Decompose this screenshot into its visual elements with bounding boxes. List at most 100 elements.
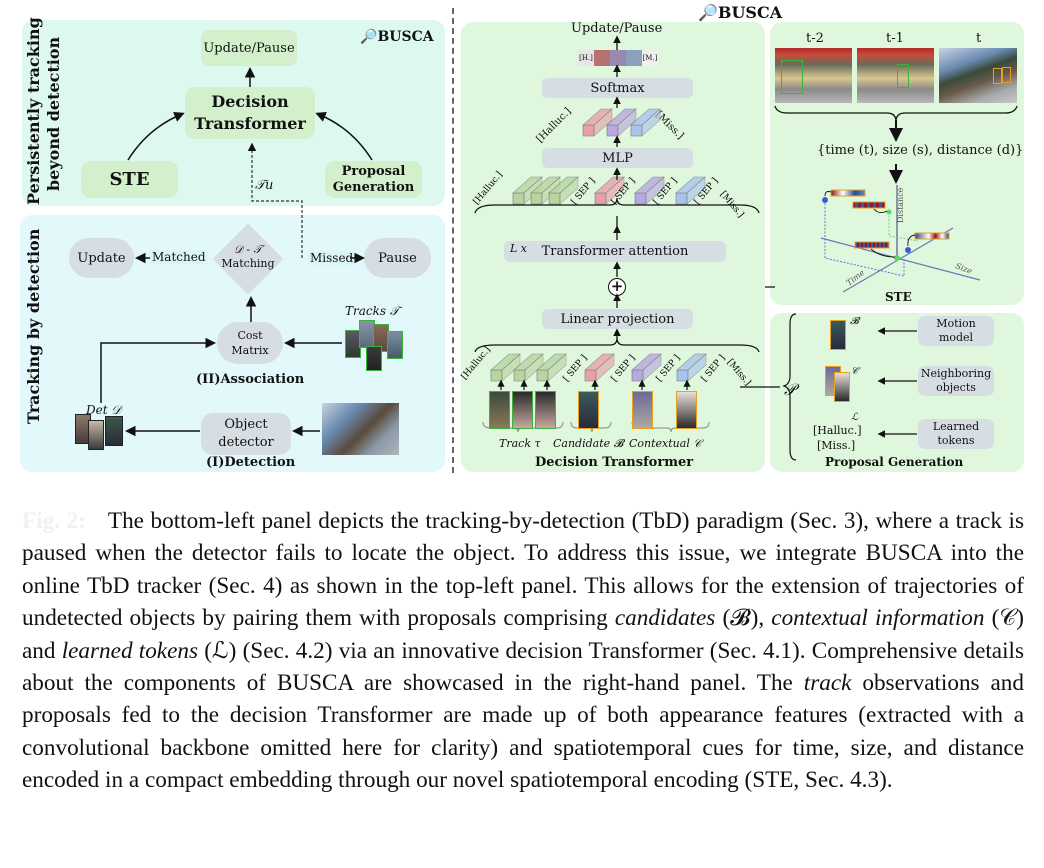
object-detector-node: Object detector: [201, 413, 291, 455]
output-label: Update/Pause: [203, 40, 295, 56]
frame-label-t: t: [976, 31, 982, 46]
proposal-generation-title: Proposal Generation: [825, 455, 964, 469]
pause-node: Pause: [364, 238, 431, 278]
token-sep-out: [606, 108, 637, 137]
token-contextual: [676, 353, 707, 382]
token-contextual: [631, 353, 662, 382]
matching-line2: Matching: [221, 257, 275, 270]
caption-text: observations and proposals fed to the de…: [22, 670, 1024, 794]
encoding-size: [854, 241, 890, 249]
encoding-time: [830, 189, 866, 197]
mlp-label: MLP: [602, 150, 633, 166]
candidate-group-brace: [570, 421, 612, 433]
magnifier-icon: 🔎: [698, 3, 718, 22]
caption-emph: candidates: [614, 605, 716, 632]
ste-box: STE: [81, 161, 178, 198]
track-bbox: [781, 60, 803, 94]
token-track: [530, 176, 561, 205]
caption-emph: contextual information: [771, 605, 985, 632]
neighboring-objects-box: Neighboring objects: [918, 366, 994, 396]
token-track: [548, 176, 579, 205]
matching-text: 𝒟 - 𝒯 Matching: [212, 243, 284, 271]
cost-line2: Matrix: [231, 344, 269, 357]
caption-text: The bottom-left panel depicts the tracki…: [22, 508, 1025, 632]
contextual-crop-image: [632, 391, 653, 429]
left-arrows: [100, 67, 373, 437]
proposal-arrows: [740, 313, 917, 461]
caption-text: (𝒞) and: [22, 605, 1024, 664]
contextual-crop-image: [676, 391, 697, 429]
arrow-missed-to-dt: [247, 142, 303, 258]
frame-image-t2: [775, 48, 852, 103]
link-size-encoding: [870, 248, 896, 258]
token-track: [512, 176, 543, 205]
candidate-crop-image: [578, 391, 599, 429]
ste-cues-formula: {time (t), size (s), distance (d)}: [817, 143, 1024, 158]
contextual-symbol: 𝒞: [851, 366, 859, 377]
prob-right-label: [M.]: [642, 50, 658, 66]
missed-edge-label: Missed: [308, 251, 356, 265]
arrow-det-to-cost: [100, 337, 216, 403]
learned-line1: Learned: [932, 420, 980, 433]
street-scene-image: [322, 403, 399, 455]
top-sequence-brace: [474, 197, 760, 214]
point-blue-mid: [905, 247, 911, 253]
axis-distance-label: Distance: [896, 187, 905, 223]
prob-left-label: [H.]: [578, 50, 594, 66]
learned-halluc-token: [Halluc.]: [813, 424, 862, 437]
track-bbox: [897, 64, 909, 88]
token-track: [513, 353, 544, 382]
caption-emph: track: [803, 670, 852, 697]
encoding-distance: [914, 232, 950, 240]
token-halluc-out: [582, 108, 613, 137]
track-crop-image: [512, 391, 533, 429]
token-miss-out: [630, 108, 661, 137]
proposal-line1: Proposal: [341, 163, 406, 179]
neighbor-line1: Neighboring: [920, 367, 992, 380]
caption-text: (ℒ) (Sec. 4.2) via an innovative decisio…: [22, 637, 1025, 697]
detection-label: (I)Detection: [206, 455, 296, 470]
attention-repeat-label: L x: [510, 242, 528, 255]
token-candidate: [584, 353, 615, 382]
caption-emph: learned tokens: [61, 637, 198, 664]
pause-label: Pause: [378, 250, 417, 266]
busca-logo-right: 🔎BUSCA: [698, 3, 782, 22]
learned-miss-token: [Miss.]: [817, 439, 856, 452]
point-blue-top: [822, 197, 828, 203]
proposal-generation-box: Proposal Generation: [325, 161, 422, 198]
encoding-green: [852, 201, 886, 209]
contextual-proposal-image: [834, 372, 850, 402]
proposal-line2: Generation: [332, 179, 415, 195]
motion-line2: model: [938, 331, 974, 344]
token-contextual: [634, 176, 665, 205]
detection-crop-image: [88, 420, 104, 450]
track-crop-image: [535, 391, 556, 429]
update-label: Update: [77, 250, 126, 266]
tu-label: 𝒯u: [255, 178, 274, 193]
arrow-proposal-to-dt: [315, 112, 373, 161]
seq-halluc-label: [Halluc.]: [472, 170, 505, 207]
cost-line1: Cost: [237, 329, 263, 342]
attention-label: Transformer attention: [541, 244, 689, 259]
track-group-label: Track τ: [499, 437, 541, 450]
prob-halluc-cell: [594, 50, 610, 66]
linear-projection-box: Linear projection: [542, 309, 693, 329]
candidate-symbol: 𝓑: [850, 316, 859, 327]
output-update-pause-box: Update/Pause: [201, 30, 297, 66]
candidate-proposal-image: [830, 320, 846, 350]
busca-logo-text: BUSCA: [377, 29, 434, 45]
figure-label: Fig. 2:: [22, 508, 86, 534]
decision-transformer-box: Decision Transformer: [185, 87, 315, 139]
ste-label: STE: [109, 169, 150, 190]
candidate-bbox: [993, 68, 1002, 84]
probability-bar: [H.] [M.]: [578, 50, 658, 66]
detector-line2: detector: [218, 435, 274, 450]
frame-image-t: [939, 48, 1017, 103]
decision-transformer-title: Decision Transformer: [535, 455, 694, 470]
magnifier-icon: 🔎: [360, 29, 378, 45]
token-track: [536, 353, 567, 382]
transformer-attention-box: Transformer attention: [504, 241, 726, 262]
arrow-ste-to-dt: [127, 112, 185, 161]
track-crop-image: [366, 346, 382, 371]
matching-diamond: 𝒟 - 𝒯 Matching: [212, 223, 284, 295]
